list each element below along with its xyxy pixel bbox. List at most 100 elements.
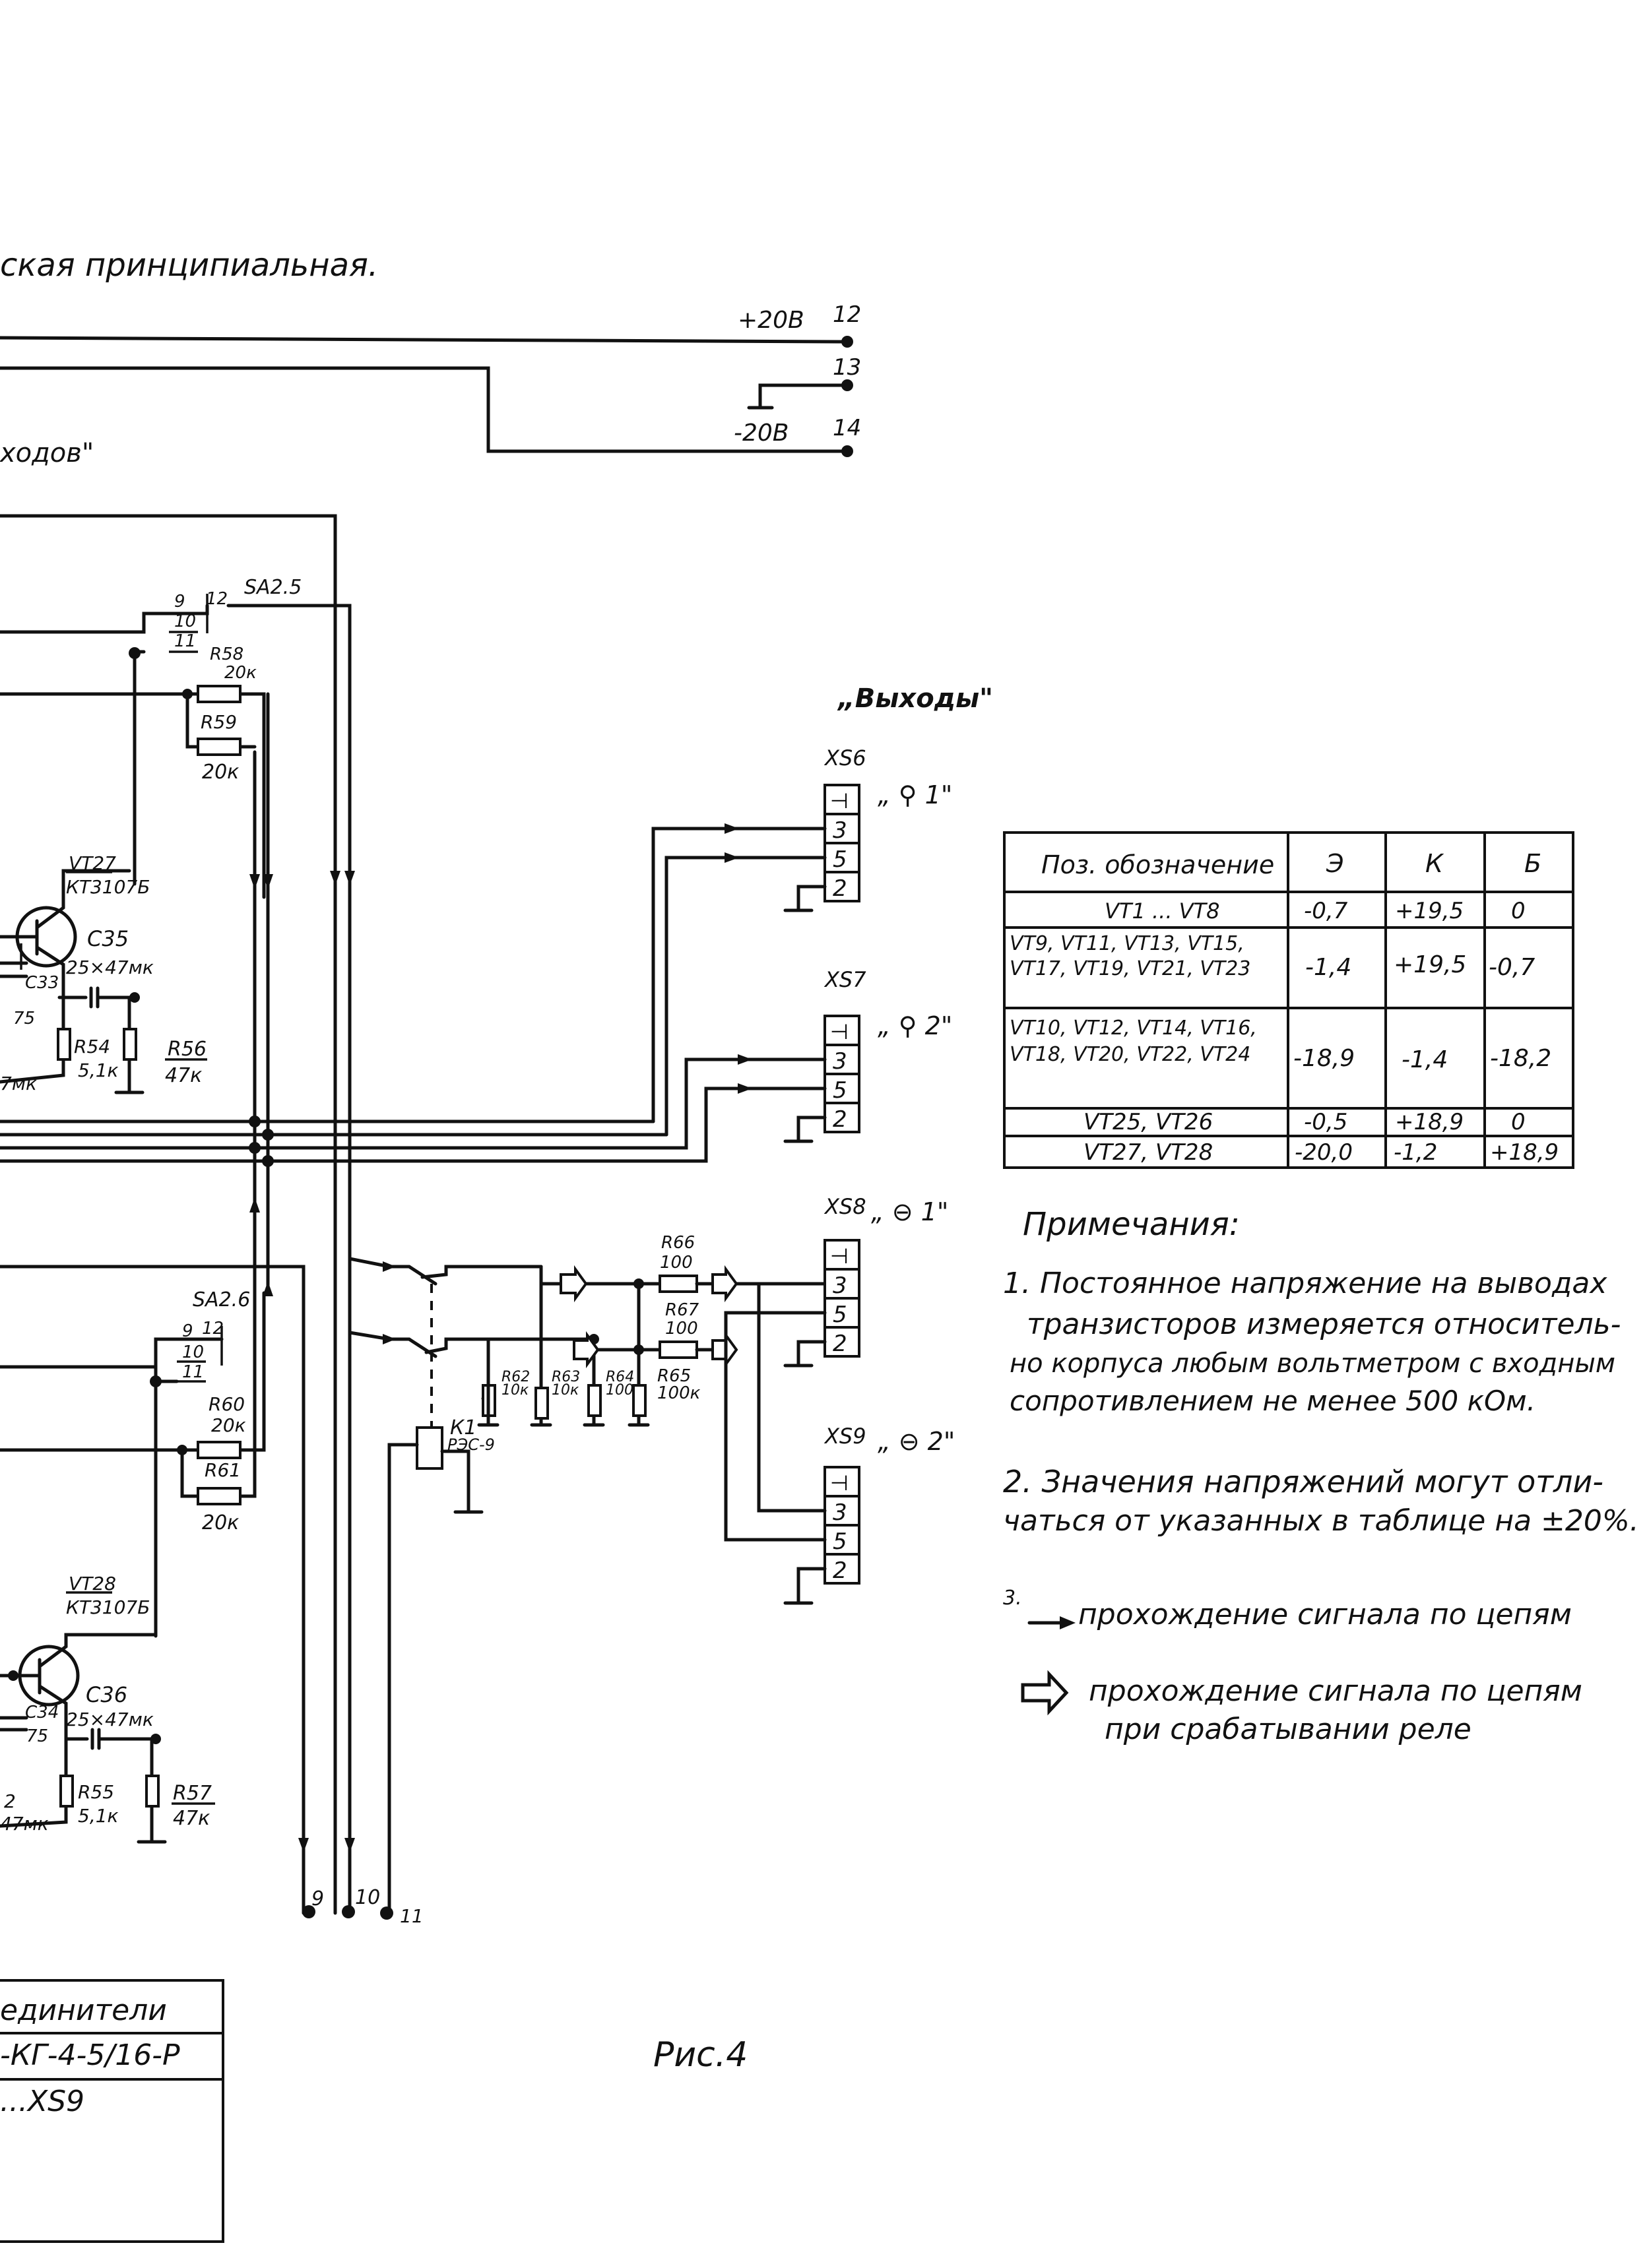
svg-text:75: 75: [26, 1726, 48, 1746]
svg-text:R64: R64: [606, 1369, 634, 1385]
svg-text:5: 5: [833, 846, 847, 873]
svg-text:+19,5: +19,5: [1394, 951, 1466, 978]
transistor-vt27-stage: VT27 КТ3107Б C33 75 C35 25×47мк R54 5,1к…: [0, 852, 207, 1094]
outputs-group: „Выходы" XS6 „ ⚲ 1" ⊣ 3 5 2 XS7 „ ⚲ 2": [651, 683, 993, 1605]
svg-text:-1,2: -1,2: [1394, 1139, 1437, 1166]
notes: Примечания: 1. Постоянное напряжение на …: [1003, 1206, 1639, 1746]
bottom-pin-9: 9: [311, 1887, 324, 1910]
svg-text:47мк: 47мк: [0, 1813, 49, 1835]
pin-14-label: 14: [833, 415, 861, 441]
svg-text:прохождение сигнала по цепям: прохождение сигнала по цепям: [1078, 1598, 1572, 1631]
svg-text:C34: C34: [25, 1703, 59, 1722]
svg-text:XS8: XS8: [824, 1194, 866, 1219]
svg-text:C35: C35: [87, 926, 129, 951]
svg-text:0: 0: [1511, 898, 1526, 924]
svg-text:R56: R56: [168, 1038, 207, 1061]
svg-text:VT10, VT12, VT14, VT16,: VT10, VT12, VT14, VT16,: [1010, 1017, 1257, 1040]
svg-text:47к: 47к: [165, 1064, 202, 1087]
svg-text:-20,0: -20,0: [1295, 1139, 1353, 1166]
bottom-pin-10: 10: [355, 1886, 380, 1909]
svg-text:R59: R59: [201, 711, 237, 733]
bottom-pin-11: 11: [400, 1905, 424, 1927]
pin-13-label: 13: [833, 354, 861, 381]
svg-text:100к: 100к: [657, 1383, 701, 1403]
svg-text:3: 3: [833, 1273, 847, 1299]
svg-text:...XS9: ...XS9: [0, 2085, 84, 2118]
svg-text:VT1 ... VT8: VT1 ... VT8: [1105, 898, 1219, 924]
svg-text:VT27, VT28: VT27, VT28: [1083, 1139, 1213, 1166]
svg-text:9: 9: [174, 592, 185, 612]
svg-text:7мк: 7мк: [0, 1073, 37, 1094]
svg-text:-1,4: -1,4: [1305, 954, 1351, 981]
switch-sa26: SA2.6 9 12 10 11: [150, 1288, 250, 1638]
transistor-vt28-stage: VT28 КТ3107Б C34 75 C36 25×47мк R55 5,1к…: [0, 1573, 215, 1844]
svg-text:R57: R57: [173, 1782, 212, 1805]
svg-text:3.: 3.: [1003, 1587, 1022, 1610]
resistors-r58-r59: R58 20к R59 20к: [133, 645, 270, 886]
svg-text:2: 2: [833, 1331, 847, 1357]
svg-text:10: 10: [182, 1342, 204, 1362]
svg-text:VT25, VT26: VT25, VT26: [1083, 1109, 1213, 1135]
connector-xs6: XS6 „ ⚲ 1" ⊣ 3 5 2: [651, 745, 952, 1137]
plus-20v-label: +20В: [738, 307, 804, 334]
svg-text:К: К: [1425, 849, 1444, 878]
svg-text:2: 2: [833, 1106, 847, 1133]
svg-text:12: 12: [206, 589, 228, 609]
svg-text:чаться от указанных в таблице: чаться от указанных в таблице на ±20%.: [1003, 1504, 1639, 1538]
svg-text:11: 11: [174, 631, 196, 651]
signal-buses: 9 10 11: [0, 514, 688, 1927]
svg-text:VT9, VT11, VT13, VT15,: VT9, VT11, VT13, VT15,: [1010, 932, 1244, 955]
svg-text:R62: R62: [501, 1369, 530, 1385]
svg-text:R60: R60: [209, 1393, 245, 1415]
outputs-fragment: ходов": [0, 438, 94, 468]
svg-text:⊣: ⊣: [830, 1244, 849, 1269]
voltage-table: Поз. обозначение Э К Б VT1 ... VT8 -0,7 …: [1003, 831, 1574, 1169]
svg-text:прохождение сигнала по цепям: прохождение сигнала по цепям: [1089, 1674, 1582, 1708]
svg-text:C36: C36: [86, 1682, 127, 1707]
relay-signal-arrow-icon: [1021, 1670, 1069, 1716]
svg-text:3: 3: [833, 1499, 847, 1526]
svg-text:2: 2: [833, 1558, 847, 1584]
outputs-title: „Выходы": [837, 683, 993, 714]
svg-text:3: 3: [833, 817, 847, 844]
svg-text:-0,7: -0,7: [1304, 898, 1348, 924]
svg-text:⊣: ⊣: [830, 1019, 849, 1044]
svg-text:КТ3107Б: КТ3107Б: [66, 1596, 150, 1618]
svg-text:VT18, VT20, VT22, VT24: VT18, VT20, VT22, VT24: [1010, 1043, 1250, 1066]
svg-text:5: 5: [833, 1528, 847, 1555]
svg-text:но корпуса любым вольтметром с: но корпуса любым вольтметром с входным: [1010, 1348, 1615, 1379]
svg-text:К1: К1: [450, 1416, 476, 1439]
svg-text:Б: Б: [1524, 849, 1541, 878]
svg-text:XS9: XS9: [824, 1424, 866, 1449]
svg-text:⊣: ⊣: [830, 788, 849, 813]
svg-text:VT17, VT19, VT21, VT23: VT17, VT19, VT21, VT23: [1010, 957, 1250, 980]
resistors-r60-r61: R60 20к R61 20к: [177, 1291, 257, 1534]
svg-text:20к: 20к: [202, 761, 239, 784]
svg-text:25×47мк: 25×47мк: [66, 957, 154, 978]
svg-text:9: 9: [182, 1321, 193, 1341]
svg-text:11: 11: [182, 1362, 204, 1382]
svg-text:R67: R67: [665, 1300, 699, 1320]
svg-text:100: 100: [660, 1253, 693, 1273]
svg-text:единители: единители: [0, 1994, 167, 2027]
svg-text:-18,9: -18,9: [1293, 1045, 1355, 1072]
svg-text:при срабатывании реле: при срабатывании реле: [1105, 1713, 1471, 1746]
connector-xs8: XS8 „ ⊖ 1" ⊣ 3 5 2: [724, 1194, 948, 1368]
svg-text:-18,2: -18,2: [1490, 1045, 1551, 1072]
svg-text:-0,5: -0,5: [1304, 1109, 1347, 1135]
svg-text:Э: Э: [1326, 849, 1344, 878]
svg-text:транзисторов измеряется относи: транзисторов измеряется относитель-: [1027, 1307, 1621, 1341]
svg-text:5: 5: [833, 1077, 847, 1104]
pin-12-label: 12: [833, 301, 861, 328]
svg-text:VT27: VT27: [69, 852, 116, 874]
svg-text:R63: R63: [552, 1369, 580, 1385]
svg-text:+19,5: +19,5: [1395, 898, 1464, 924]
svg-text:C33: C33: [25, 973, 59, 993]
power-rails: +20В 12 13 -20В 14: [0, 301, 861, 457]
svg-text:5: 5: [833, 1302, 847, 1328]
svg-text:20к: 20к: [224, 663, 257, 683]
title-block: единители -КГ-4-5/16-Р ...XS9: [0, 1979, 224, 2243]
relay-k1-network: К1 РЭС-9 R62 10к R63 10к R64 100 R65 100…: [348, 1233, 827, 1915]
svg-text:10к: 10к: [552, 1382, 579, 1399]
